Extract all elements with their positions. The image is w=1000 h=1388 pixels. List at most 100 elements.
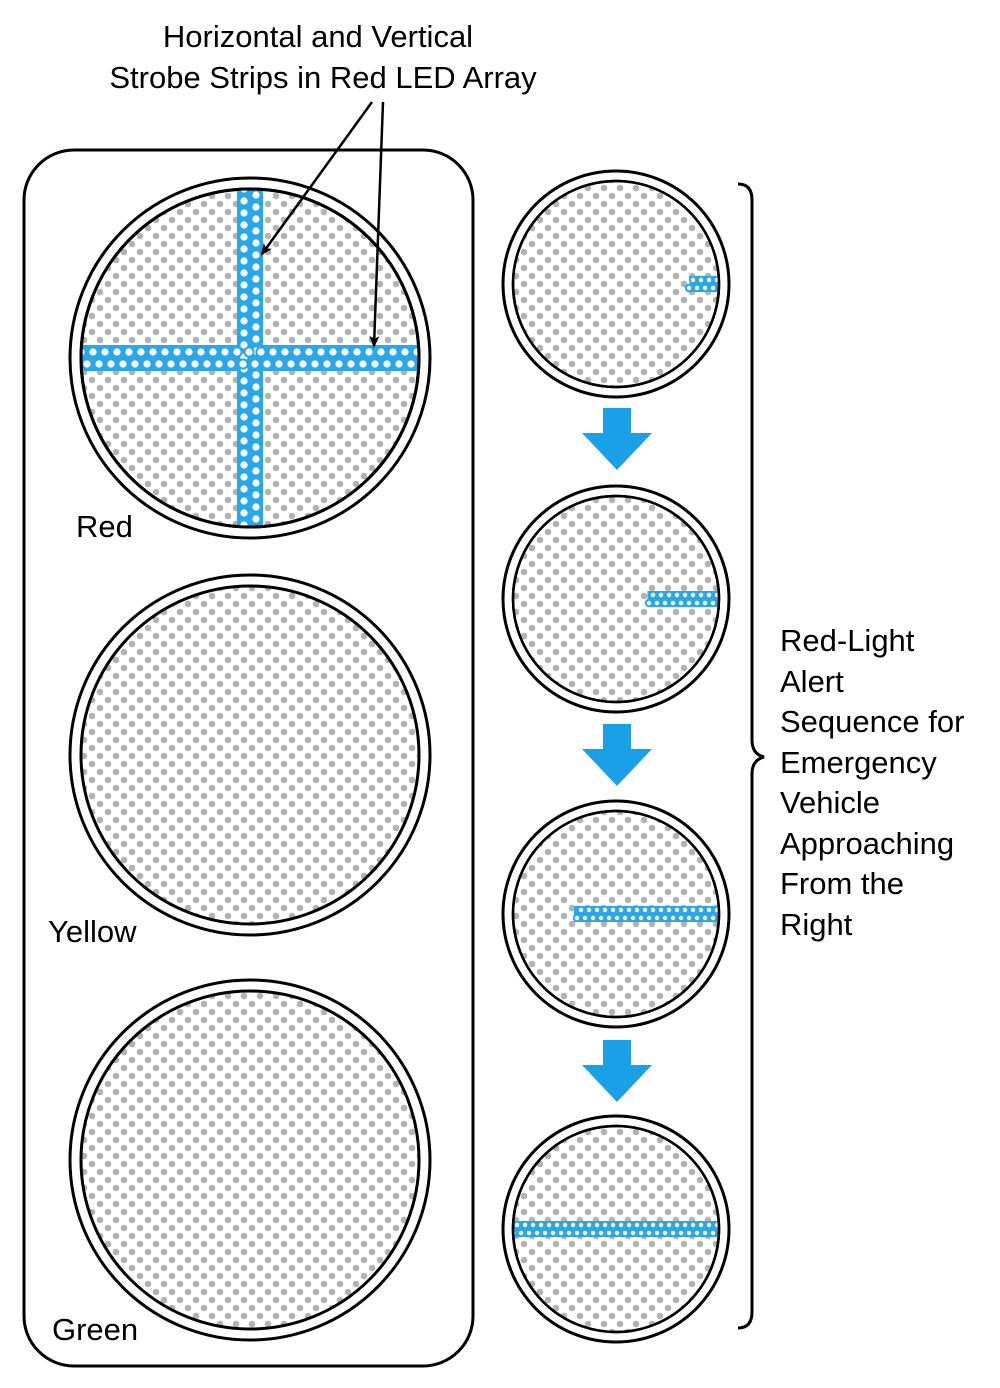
led-dot xyxy=(135,346,147,358)
led-dot xyxy=(231,346,243,358)
led-dot xyxy=(250,477,262,489)
sequence-label-line-7: From the xyxy=(780,866,904,901)
led-dot xyxy=(129,358,141,370)
led-dot xyxy=(624,1220,634,1230)
led-dot xyxy=(238,279,250,291)
led-dot xyxy=(363,346,375,358)
led-dot xyxy=(692,1228,702,1238)
led-dot xyxy=(250,369,262,381)
led-dot xyxy=(250,489,262,501)
led-dot xyxy=(387,346,399,358)
led-dot xyxy=(250,405,262,417)
led-dot xyxy=(93,358,105,370)
sequence-step-2 xyxy=(501,484,731,714)
led-dot xyxy=(238,471,250,483)
yellow-lamp-label: Yellow xyxy=(48,914,137,949)
led-dot xyxy=(676,598,686,608)
led-dot xyxy=(652,913,662,923)
led-dot xyxy=(620,1228,630,1238)
led-dot xyxy=(660,913,670,923)
led-dot xyxy=(704,275,714,285)
led-dot xyxy=(708,598,718,608)
led-dot xyxy=(255,346,267,358)
led-dot xyxy=(238,327,250,339)
led-dot xyxy=(612,913,622,923)
led-dot xyxy=(576,905,586,915)
sequence-step-2-strip xyxy=(644,590,719,608)
led-dot xyxy=(201,358,213,370)
led-dot xyxy=(159,346,171,358)
led-dot xyxy=(273,358,285,370)
led-dot xyxy=(250,189,262,201)
led-dot xyxy=(357,358,369,370)
sequence-step-4-strip xyxy=(513,1220,719,1238)
led-dot xyxy=(171,346,183,358)
led-dot xyxy=(250,393,262,405)
sequence-label-line-8: Right xyxy=(780,907,853,942)
led-dot xyxy=(612,1228,622,1238)
led-dot xyxy=(664,590,674,600)
led-dot xyxy=(261,358,273,370)
led-dot xyxy=(524,1228,534,1238)
sequence-step-3 xyxy=(501,799,731,1029)
led-dot xyxy=(81,358,93,370)
led-dot xyxy=(644,1228,654,1238)
led-dot xyxy=(560,1220,570,1230)
led-dot xyxy=(644,913,654,923)
led-dot xyxy=(250,441,262,453)
led-dot xyxy=(580,913,590,923)
led-dot xyxy=(700,913,710,923)
led-dot xyxy=(207,346,219,358)
led-dot xyxy=(624,905,634,915)
led-dot xyxy=(147,346,159,358)
led-dot xyxy=(540,1228,550,1238)
led-dot xyxy=(708,283,718,293)
led-dot xyxy=(704,905,714,915)
led-dot xyxy=(177,358,189,370)
led-dot xyxy=(648,1220,658,1230)
led-dot xyxy=(580,1228,590,1238)
sequence-bracket xyxy=(737,182,765,1330)
led-dot xyxy=(672,905,682,915)
led-dot xyxy=(688,905,698,915)
led-dot xyxy=(315,346,327,358)
led-dot xyxy=(680,1220,690,1230)
led-dot xyxy=(556,1228,566,1238)
led-dot xyxy=(680,905,690,915)
led-dot xyxy=(250,249,262,261)
led-dot xyxy=(250,273,262,285)
led-dot xyxy=(250,213,262,225)
signal-housing xyxy=(22,148,475,1368)
led-dot xyxy=(99,346,111,358)
led-dot xyxy=(111,346,123,358)
led-dot xyxy=(604,1228,614,1238)
green-lamp-label: Green xyxy=(52,1312,138,1347)
led-dot xyxy=(536,1220,546,1230)
red-strobe-strips xyxy=(81,189,419,527)
sequence-label-line-1: Red-Light xyxy=(780,623,915,658)
led-dot xyxy=(688,275,698,285)
led-dot xyxy=(327,346,339,358)
led-dot xyxy=(660,598,670,608)
led-dot xyxy=(250,513,262,525)
led-dot xyxy=(411,346,419,358)
led-dot xyxy=(238,435,250,447)
led-dot xyxy=(656,905,666,915)
led-dot xyxy=(684,913,694,923)
led-dot xyxy=(250,453,262,465)
led-dot xyxy=(153,358,165,370)
sequence-label-line-4: Emergency xyxy=(780,745,937,780)
led-dot xyxy=(183,346,195,358)
led-dot xyxy=(123,346,135,358)
led-dot xyxy=(238,519,250,527)
led-dot xyxy=(636,913,646,923)
led-dot xyxy=(238,423,250,435)
led-dot xyxy=(588,913,598,923)
led-dot xyxy=(552,1220,562,1230)
led-dot xyxy=(393,358,405,370)
led-dot xyxy=(600,1220,610,1230)
led-dot xyxy=(321,358,333,370)
led-dot xyxy=(303,346,315,358)
led-dot xyxy=(339,346,351,358)
led-dot xyxy=(668,598,678,608)
